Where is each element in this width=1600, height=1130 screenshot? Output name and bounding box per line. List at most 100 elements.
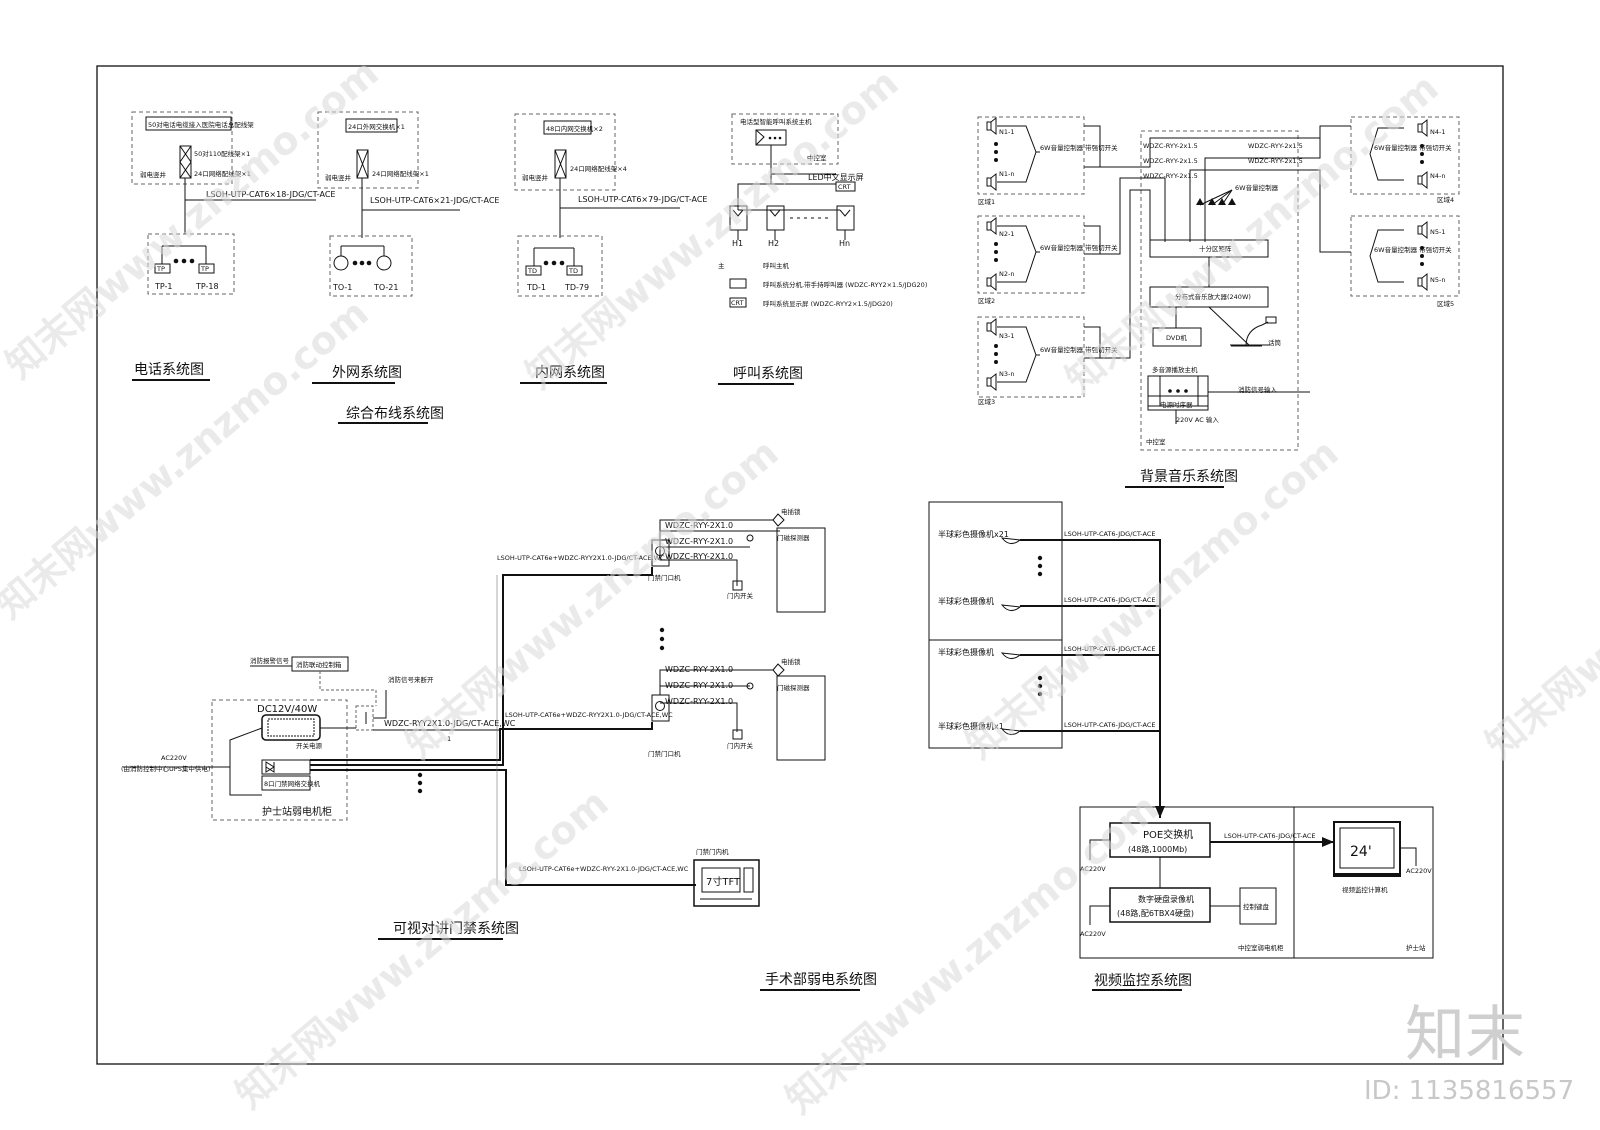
- intercom-door-wire-2b: WDZC-RYY-2X1.0: [665, 681, 733, 690]
- external-first-outlet: TO-1: [332, 283, 352, 292]
- external-module: 24口网络配线架×1: [372, 169, 429, 178]
- bgm-zone1-first: N1-1: [999, 128, 1014, 136]
- bgm-zone5-label: 区域5: [1437, 299, 1454, 308]
- bgm-amp-label: 6W音量控制器: [1235, 183, 1279, 192]
- call-display-label: LED中文显示屏: [808, 172, 864, 182]
- intercom-lock-2: 电插锁: [781, 657, 801, 666]
- internal-cable: LSOH-UTP-CAT6×79-JDG/CT-ACE: [578, 195, 707, 204]
- watermark-logo: 知末: [1405, 1000, 1525, 1070]
- nurse-call-diagram: 电话型智能呼叫系统主机 中控室 LED中文显示屏 CRT H1 H2 Hn 主 …: [718, 113, 927, 385]
- cctv-ac-1: AC220V: [1080, 865, 1106, 873]
- external-network-title: 外网系统图: [332, 365, 402, 381]
- intercom-fire-alarm: 消防报警信号: [250, 656, 290, 665]
- cctv-nvr-spec: (48路,配6TBX4硬盘): [1117, 908, 1194, 918]
- call-host-label: 电话型智能呼叫系统主机: [740, 117, 812, 126]
- intercom-title: 可视对讲门禁系统图: [393, 921, 519, 937]
- cctv-cabinet: 中控室弱电机柜: [1238, 943, 1284, 952]
- cctv-camera-3: 半球彩色摄像机: [938, 647, 994, 657]
- external-last-outlet: TO-21: [373, 283, 398, 292]
- bgm-zone2-first: N2-1: [999, 230, 1014, 238]
- bgm-cable-2: WDZC-RYY-2x1.5: [1143, 157, 1198, 165]
- intercom-diagram: 消防报警信号 消防联动控制箱 消防信号来断开 DC12V/40W 开关电源 AC…: [121, 507, 826, 940]
- bgm-ac-input: 220V AC 输入: [1176, 415, 1219, 424]
- bgm-zone2-label: 区域2: [978, 296, 995, 305]
- bgm-zone3-first: N3-1: [999, 332, 1014, 340]
- bgm-cable-5: WDZC-RYY-2x1.5: [1248, 157, 1303, 165]
- internal-network-diagram: 48口内网交换机×2 24口网络配线架×4 弱电竖井 LSOH-UTP-CAT6…: [514, 113, 707, 384]
- intercom-wire-main: WDZC-RYY2X1.0-JDG/CT-ACE,WC: [384, 719, 516, 728]
- external-network-diagram: 24口外网交换机×1 24口网络配线架×1 弱电竖井 LSOH-UTP-CAT6…: [312, 111, 499, 384]
- external-cable: LSOH-UTP-CAT6×21-JDG/CT-ACE: [370, 196, 499, 205]
- telephone-outlet-symbol-2: TP: [200, 265, 209, 273]
- bgm-zone3-label: 区域3: [978, 397, 995, 406]
- bgm-zone4-last: N4-n: [1430, 172, 1445, 180]
- bgm-source: 多音源播放主机: [1152, 365, 1198, 374]
- telephone-first-outlet: TP-1: [154, 282, 173, 291]
- bgm-zone1-last: N1-n: [999, 170, 1014, 178]
- intercom-fire-ctrl: 消防联动控制箱: [296, 660, 342, 669]
- bgm-zone1-label: 区域1: [978, 197, 995, 206]
- call-legend-symbol-crt: CRT: [731, 299, 744, 307]
- background-music-title: 背景音乐系统图: [1140, 468, 1238, 485]
- internal-module: 24口网络配线架×4: [570, 164, 627, 173]
- bgm-matrix: 十分区矩阵: [1199, 244, 1232, 253]
- internal-first-outlet: TD-1: [526, 283, 546, 292]
- intercom-door-wire-1a: WDZC-RYY-2X1.0: [665, 521, 733, 530]
- watermark-text-8: 知末网www.znzmo.com: [228, 780, 617, 1116]
- intercom-switch-psu: 开关电源: [296, 741, 323, 750]
- intercom-trunk-top: LSOH-UTP-CAT6e+WDZC-RYY2X1.0-JDG/CT-ACE,…: [497, 554, 665, 562]
- intercom-trunk-mid: LSOH-UTP-CAT6e+WDZC-RYY2X1.0-JDG/CT-ACE,…: [505, 711, 673, 719]
- telephone-last-outlet: TP-18: [195, 282, 219, 291]
- intercom-lock-1: 电插锁: [781, 507, 801, 516]
- bgm-mic: 话筒: [1268, 338, 1282, 347]
- intercom-sensor-1: 门磁探测器: [777, 533, 810, 542]
- cctv-poe: POE交换机: [1143, 828, 1193, 841]
- bgm-cable-3: WDZC-RYY-2x1.5: [1143, 172, 1198, 180]
- intercom-indoor-screen: 7寸TFT: [706, 875, 741, 888]
- internal-cabinet: 弱电竖井: [522, 173, 549, 182]
- cctv-poe-spec: (48路,1000Mb): [1128, 844, 1187, 854]
- internal-last-outlet: TD-79: [564, 283, 589, 292]
- telephone-system-diagram: 50对电话电缆接入医院电话总配线架 50对110配线架×1 24口网络配线架×1…: [131, 111, 335, 381]
- cctv-station: 护士站: [1406, 943, 1426, 952]
- telephone-module1: 50对110配线架×1: [194, 149, 250, 158]
- bgm-volume-ctrl-4: 6W音量控制器 带强切开关: [1374, 143, 1452, 152]
- call-node-hn: Hn: [839, 239, 850, 248]
- cctv-cable-4: LSOH-UTP-CAT6-JDG/CT-ACE: [1064, 721, 1155, 729]
- bgm-dvd: DVD机: [1166, 333, 1187, 342]
- intercom-door-wire-1b: WDZC-RYY-2X1.0: [665, 537, 733, 546]
- cctv-ac-3: AC220V: [1406, 867, 1432, 875]
- call-node-h1: H1: [732, 239, 743, 248]
- bgm-zone4-label: 区域4: [1437, 195, 1454, 204]
- bgm-amplifier: 分布式音乐放大器(240W): [1175, 292, 1251, 301]
- call-room: 中控室: [807, 153, 827, 162]
- telephone-outlet-symbol: TP: [156, 265, 165, 273]
- cctv-title: 视频监控系统图: [1094, 973, 1192, 989]
- intercom-fire-cut: 消防信号来断开: [388, 675, 434, 684]
- cctv-monitor: 视频监控计算机: [1342, 885, 1388, 894]
- cctv-cable-1: LSOH-UTP-CAT6-JDG/CT-ACE: [1064, 530, 1155, 538]
- watermark-text-7: 知末网www.znzmo.com: [1478, 430, 1600, 766]
- intercom-door-wire-2a: WDZC-RYY-2X1.0: [665, 665, 733, 674]
- telephone-module2: 24口网络配线架×1: [194, 169, 251, 178]
- external-cabinet: 弱电竖井: [325, 173, 352, 182]
- cctv-camera-2: 半球彩色摄像机: [938, 596, 994, 606]
- intercom-door-wire-1c: WDZC-RYY-2X1.0: [665, 552, 733, 561]
- bgm-zone2-last: N2-n: [999, 270, 1014, 278]
- bgm-zone5-last: N5-n: [1430, 276, 1445, 284]
- watermark-text-9: 知末网www.znzmo.com: [778, 785, 1167, 1121]
- intercom-door-unit-2: 门禁门口机: [648, 749, 681, 758]
- cctv-ac-2: AC220V: [1080, 930, 1106, 938]
- intercom-switch-2: 门内开关: [727, 741, 754, 750]
- intercom-door-wire-2c: WDZC-RYY-2X1.0: [665, 697, 733, 706]
- cctv-camera-1: 半球彩色摄像机x21: [938, 529, 1009, 539]
- watermark-layer: 知末网www.znzmo.com 知末网www.znzmo.com 知末网www…: [0, 50, 1600, 1121]
- call-legend-symbol-host: 主: [718, 261, 725, 270]
- intercom-ac: AC220V: [161, 754, 187, 762]
- telephone-title: 电话系统图: [134, 362, 204, 378]
- intercom-indoor-title: 门禁门内机: [696, 847, 729, 856]
- cctv-camera-4: 半球彩色摄像机x1: [938, 721, 1004, 731]
- telephone-cable: LSOH-UTP-CAT6×18-JDG/CT-ACE: [206, 190, 335, 199]
- call-legend-host: 呼叫主机: [763, 261, 790, 270]
- nurse-call-title: 呼叫系统图: [733, 366, 803, 382]
